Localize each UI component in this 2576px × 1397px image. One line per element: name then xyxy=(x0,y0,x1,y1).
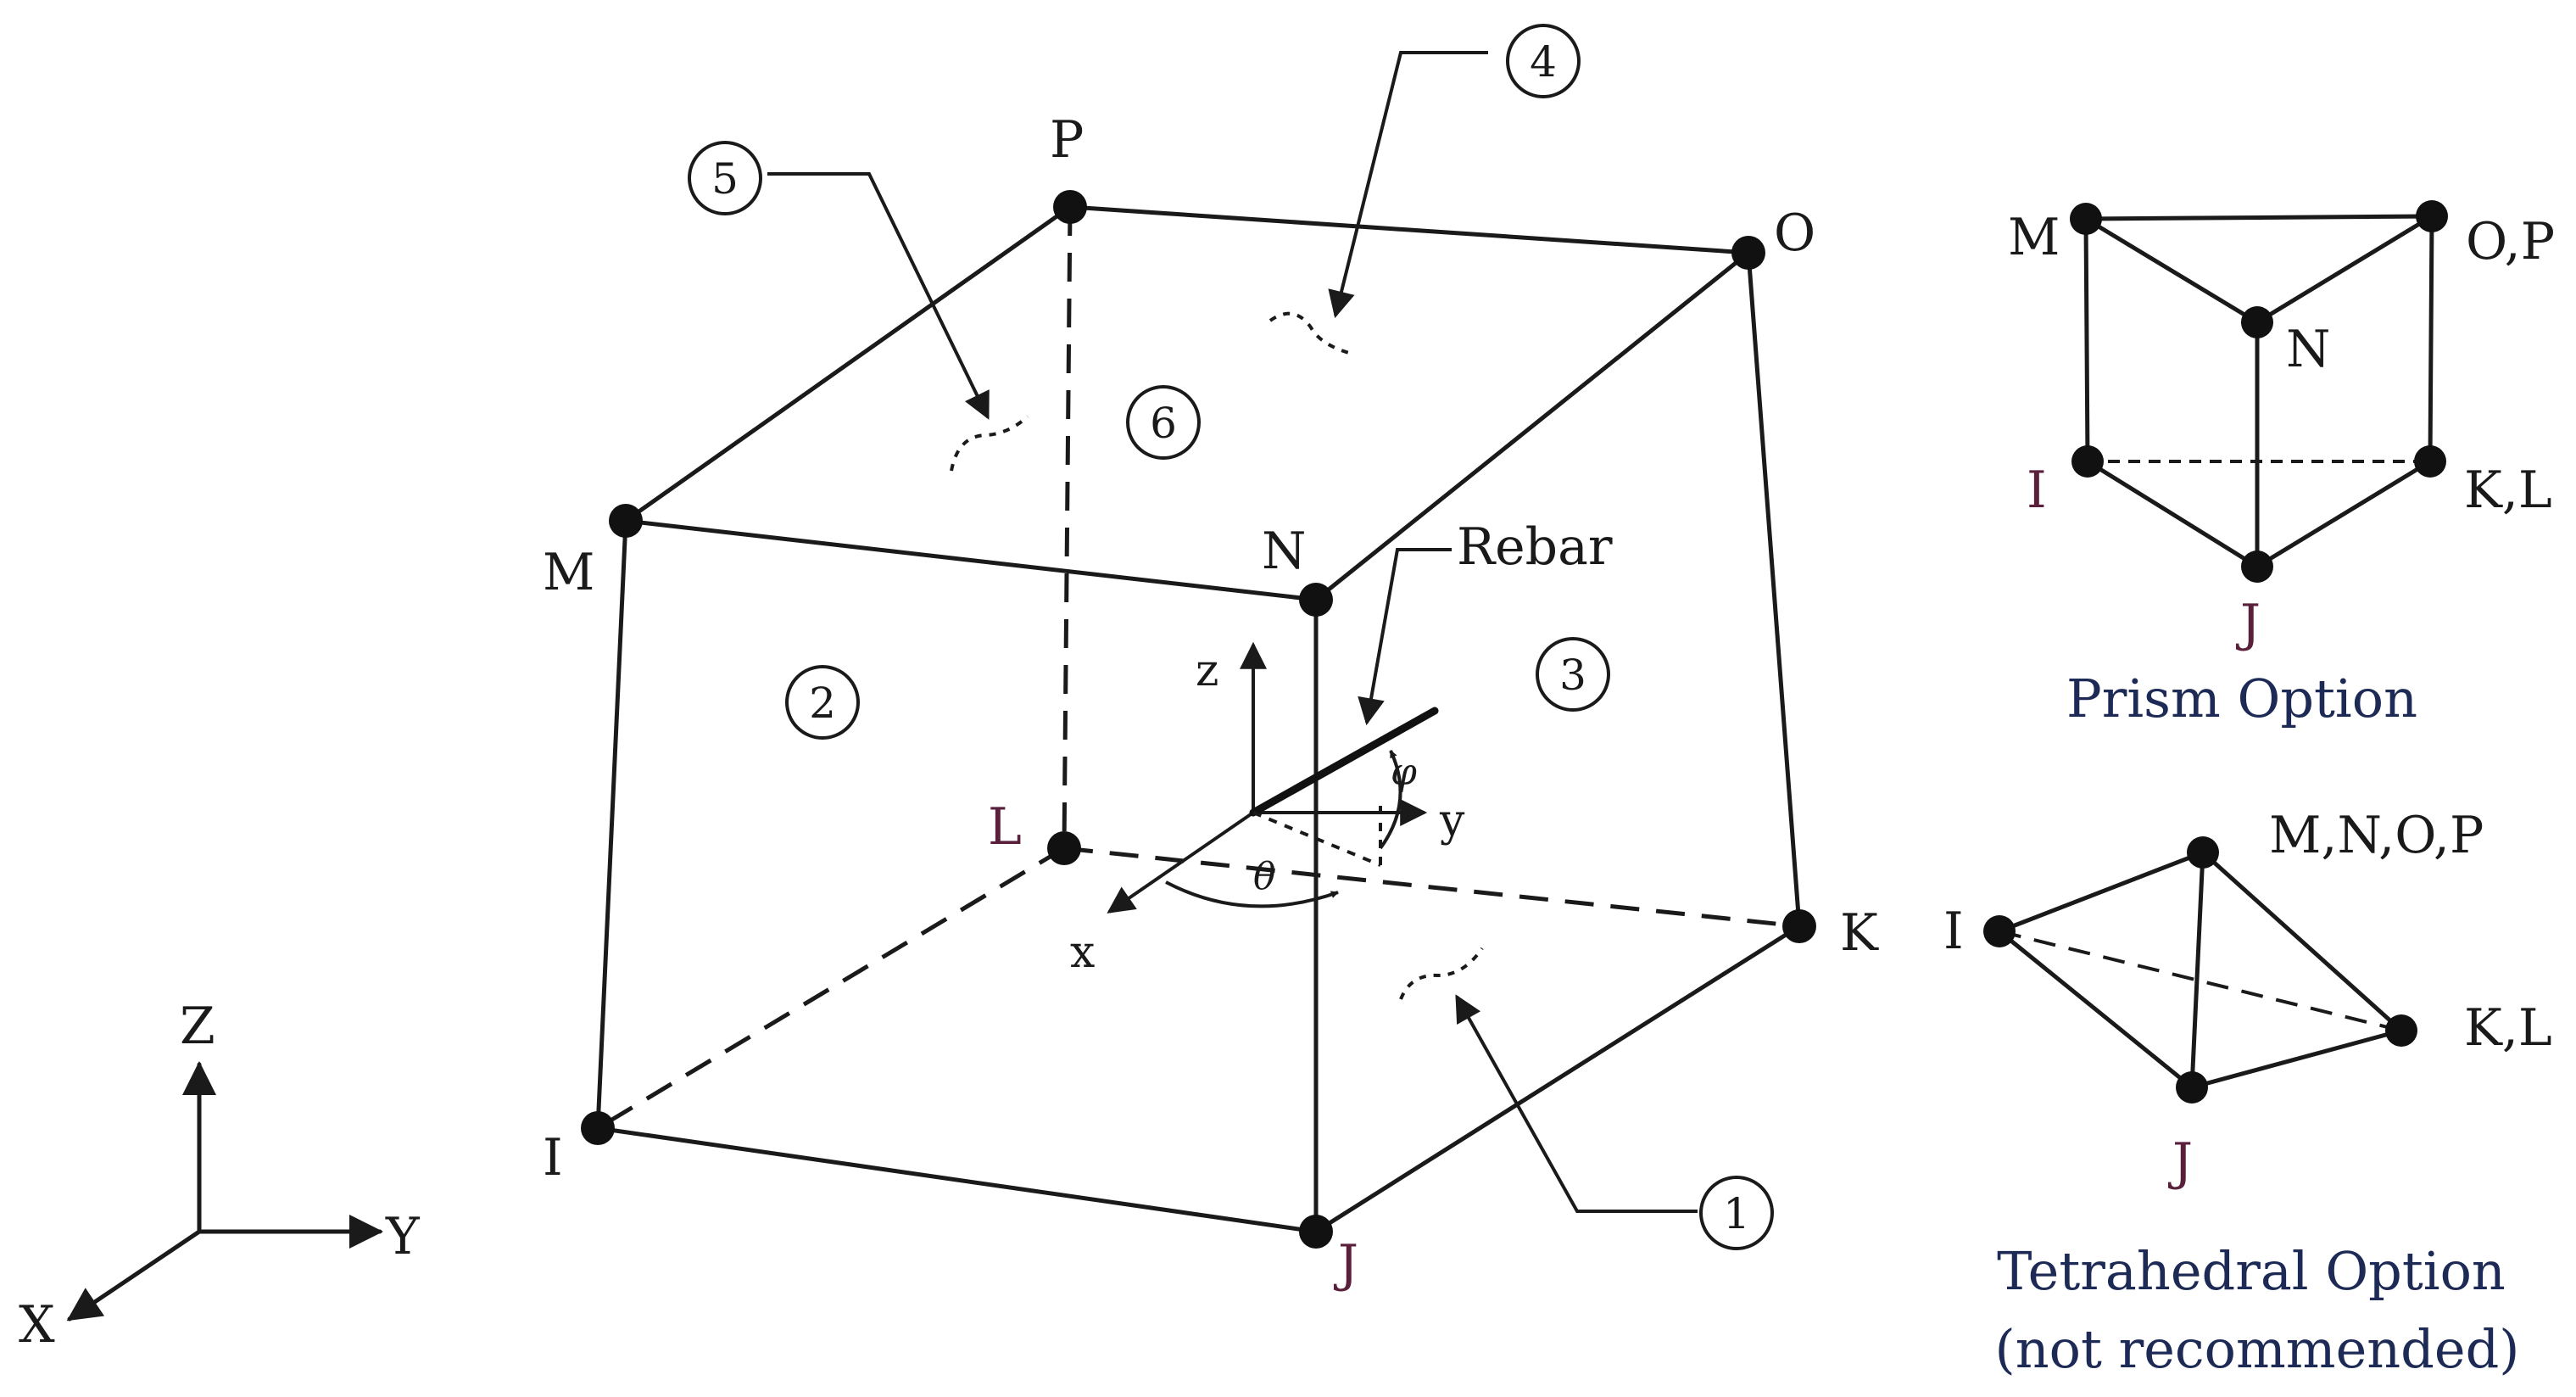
label-j: J xyxy=(1333,1234,1358,1294)
tetra-node-i xyxy=(1983,915,2016,947)
global-y-label: Y xyxy=(385,1207,421,1266)
rebar-label: Rebar xyxy=(1457,517,1613,577)
node-n xyxy=(1299,583,1333,617)
svg-text:2: 2 xyxy=(809,679,836,728)
node-k xyxy=(1782,909,1816,943)
prism-node-op xyxy=(2416,200,2448,232)
node-o xyxy=(1731,236,1765,270)
edge-o-k xyxy=(1746,250,1802,929)
tetra-label-mnop: M,N,O,P xyxy=(2269,806,2484,865)
rebar-projection xyxy=(1252,811,1381,867)
theta-label: θ xyxy=(1253,855,1276,898)
prism-option: M O,P N I K,L J Prism Option xyxy=(2008,200,2555,729)
prism-node-kl xyxy=(2414,445,2446,478)
local-x-axis xyxy=(1107,811,1255,914)
global-z-label: Z xyxy=(180,997,215,1056)
prism-edge-op-kl xyxy=(2428,214,2434,464)
prism-label-kl: K,L xyxy=(2464,461,2552,520)
face-number-2: 2 xyxy=(785,665,860,740)
global-axes: Z Y X xyxy=(19,997,421,1355)
rebar-line xyxy=(1249,707,1439,817)
tetra-node-kl xyxy=(2385,1014,2417,1047)
tetra-label-i: I xyxy=(1943,902,1964,961)
prism-label-n: N xyxy=(2286,320,2331,379)
hexahedral-element: P O M N L K I J 4 5 6 2 xyxy=(543,24,1879,1294)
prism-edge-j-kl xyxy=(2255,459,2433,569)
prism-node-m xyxy=(2070,203,2102,235)
node-p xyxy=(1053,190,1087,224)
node-j xyxy=(1299,1215,1333,1249)
local-x-label: x xyxy=(1070,927,1095,978)
tetra-node-mnop xyxy=(2187,836,2219,869)
prism-caption: Prism Option xyxy=(2066,668,2417,729)
leader-face-4 xyxy=(1328,51,1488,319)
label-k: K xyxy=(1840,903,1879,963)
label-p: P xyxy=(1050,110,1084,170)
prism-edge-m-i xyxy=(2083,216,2090,464)
tetra-label-j: J xyxy=(2167,1132,2193,1192)
face-5-marker xyxy=(950,415,1029,472)
prism-node-n xyxy=(2241,306,2273,338)
local-coordinate-system: z y x θ φ xyxy=(1070,641,1465,978)
phi-label: φ xyxy=(1391,751,1417,794)
edge-j-k xyxy=(1313,924,1802,1234)
leader-rebar xyxy=(1358,548,1452,726)
svg-text:6: 6 xyxy=(1150,399,1177,448)
label-o: O xyxy=(1774,204,1815,263)
prism-node-i xyxy=(2071,445,2104,478)
face-number-5: 5 xyxy=(688,141,762,215)
leader-face-1 xyxy=(1455,994,1698,1213)
face-number-1: 1 xyxy=(1699,1176,1774,1250)
face-number-6: 6 xyxy=(1126,385,1201,460)
tetra-label-kl: K,L xyxy=(2464,998,2552,1058)
prism-label-i: I xyxy=(2027,461,2047,520)
prism-label-m: M xyxy=(2008,208,2060,267)
node-i xyxy=(581,1111,615,1145)
local-z-label: z xyxy=(1196,645,1218,696)
prism-label-j: J xyxy=(2235,594,2261,653)
node-m xyxy=(609,504,643,538)
edge-l-k-hidden xyxy=(1063,846,1800,929)
theta-arc xyxy=(1165,880,1339,908)
svg-text:5: 5 xyxy=(711,154,739,204)
label-n: N xyxy=(1262,522,1307,581)
svg-text:3: 3 xyxy=(1559,651,1586,700)
edge-m-i xyxy=(595,518,628,1131)
edge-p-l-hidden xyxy=(1062,206,1073,849)
leader-face-5 xyxy=(767,172,990,420)
svg-text:4: 4 xyxy=(1530,37,1557,87)
edge-l-i-hidden xyxy=(596,846,1066,1131)
face-1-marker xyxy=(1399,947,1484,1000)
tetra-node-j xyxy=(2176,1071,2208,1104)
face-number-4: 4 xyxy=(1506,24,1581,98)
prism-node-j xyxy=(2241,550,2273,583)
tetra-caption-line2: (not recommended) xyxy=(1995,1318,2520,1380)
tetrahedral-option: M,N,O,P I K,L J Tetrahedral Option (not … xyxy=(1943,806,2552,1380)
label-i: I xyxy=(543,1128,563,1187)
prism-label-op: O,P xyxy=(2466,212,2555,271)
tetra-caption-line1: Tetrahedral Option xyxy=(1997,1240,2506,1302)
node-l xyxy=(1047,831,1081,865)
phi-arc xyxy=(1379,750,1402,850)
prism-top-triangle xyxy=(2083,214,2440,325)
local-y-label: y xyxy=(1439,796,1465,847)
prism-edge-i-j xyxy=(2085,459,2260,569)
face-4-marker xyxy=(1268,311,1356,356)
tetra-edge-mnop-j xyxy=(2189,850,2205,1090)
edge-i-j xyxy=(595,1126,1319,1234)
label-m: M xyxy=(543,543,594,602)
global-x-axis xyxy=(66,1229,202,1322)
label-l: L xyxy=(988,797,1022,857)
svg-text:1: 1 xyxy=(1723,1189,1750,1238)
face-number-3: 3 xyxy=(1536,637,1610,712)
global-x-label: X xyxy=(19,1295,55,1355)
